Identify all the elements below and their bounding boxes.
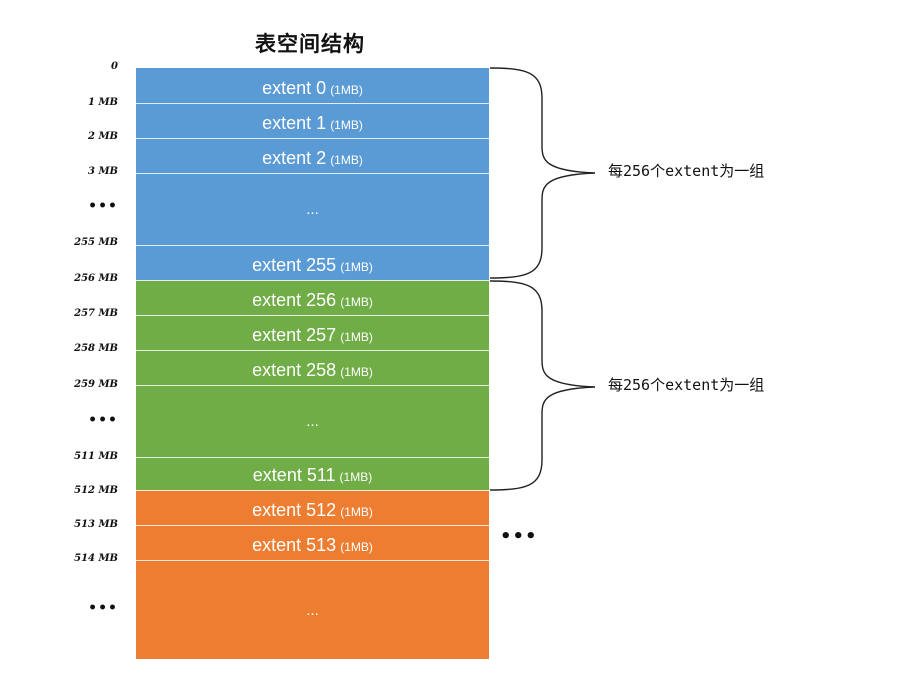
extent-label: extent 0 bbox=[262, 78, 327, 98]
more-extents-indicator: ••• bbox=[500, 526, 538, 547]
extent-block: extent 511 (1MB) bbox=[136, 457, 489, 490]
extent-size: (1MB) bbox=[339, 470, 373, 484]
extent-block: extent 258 (1MB) bbox=[136, 350, 489, 385]
offset-ellipsis-label: ••• bbox=[88, 600, 118, 616]
extent-size: (1MB) bbox=[340, 295, 373, 309]
extent-size: (1MB) bbox=[330, 83, 363, 97]
offset-label: 257 MB bbox=[74, 308, 118, 319]
extent-label-group: extent 513 (1MB) bbox=[252, 536, 373, 560]
extent-block: extent 256 (1MB) bbox=[136, 280, 489, 315]
offset-label: 3 MB bbox=[88, 166, 118, 177]
extent-label: extent 256 bbox=[252, 290, 337, 310]
extent-block: extent 257 (1MB) bbox=[136, 315, 489, 350]
offset-label: 2 MB bbox=[88, 131, 118, 142]
extent-label: extent 2 bbox=[262, 148, 327, 168]
extent-label: extent 511 bbox=[252, 465, 336, 485]
offset-ellipsis-label: ••• bbox=[88, 198, 118, 214]
offset-ellipsis-label: ••• bbox=[88, 412, 118, 428]
extent-label-group: extent 256 (1MB) bbox=[252, 291, 373, 315]
extent-block: extent 255 (1MB) bbox=[136, 245, 489, 280]
extent-size: (1MB) bbox=[330, 153, 363, 167]
extent-block: extent 1 (1MB) bbox=[136, 103, 489, 138]
offset-label: 258 MB bbox=[74, 343, 118, 354]
extent-ellipsis-label: ... bbox=[306, 413, 319, 430]
diagram-title: 表空间结构 bbox=[255, 32, 365, 56]
extent-label: extent 512 bbox=[252, 500, 337, 520]
extent-size: (1MB) bbox=[340, 330, 373, 344]
extent-label-group: extent 258 (1MB) bbox=[252, 361, 373, 385]
extent-label: extent 255 bbox=[252, 255, 337, 275]
extent-block: extent 2 (1MB) bbox=[136, 138, 489, 173]
extent-label-group: extent 512 (1MB) bbox=[252, 501, 373, 525]
extent-ellipsis-block: ... bbox=[136, 173, 489, 245]
extent-label-group: extent 255 (1MB) bbox=[252, 256, 373, 280]
extent-ellipsis-block: ... bbox=[136, 560, 489, 659]
extent-label-group: extent 1 (1MB) bbox=[262, 114, 363, 138]
group-brace bbox=[489, 67, 596, 279]
offset-label: 512 MB bbox=[74, 485, 118, 496]
extent-size: (1MB) bbox=[340, 260, 373, 274]
extent-label-group: extent 0 (1MB) bbox=[262, 79, 363, 103]
extent-label: extent 1 bbox=[262, 113, 327, 133]
group-label: 每256个extent为一组 bbox=[608, 376, 765, 394]
extent-block: extent 512 (1MB) bbox=[136, 490, 489, 525]
extent-label-group: extent 2 (1MB) bbox=[262, 149, 363, 173]
extent-ellipsis-label: ... bbox=[306, 601, 319, 619]
extent-label: extent 258 bbox=[252, 360, 337, 380]
extent-label: extent 257 bbox=[252, 325, 337, 345]
extent-label-group: extent 511 (1MB) bbox=[253, 466, 372, 490]
extent-label: extent 513 bbox=[252, 535, 337, 555]
extent-label-group: extent 257 (1MB) bbox=[252, 326, 373, 350]
group-brace bbox=[489, 280, 596, 491]
extent-block: extent 513 (1MB) bbox=[136, 525, 489, 560]
offset-label: 514 MB bbox=[74, 553, 118, 564]
extent-size: (1MB) bbox=[340, 505, 373, 519]
extent-ellipsis-block: ... bbox=[136, 385, 489, 457]
offset-label: 256 MB bbox=[74, 273, 118, 284]
extent-block: extent 0 (1MB) bbox=[136, 68, 489, 103]
offset-label: 0 bbox=[111, 61, 118, 72]
offset-label: 255 MB bbox=[74, 237, 118, 248]
offset-label: 513 MB bbox=[74, 519, 118, 530]
offset-label: 511 MB bbox=[74, 451, 118, 462]
offset-label: 259 MB bbox=[74, 379, 118, 390]
extent-size: (1MB) bbox=[330, 118, 363, 132]
offset-label: 1 MB bbox=[88, 97, 118, 108]
extent-size: (1MB) bbox=[340, 365, 373, 379]
extent-size: (1MB) bbox=[340, 540, 373, 554]
group-label: 每256个extent为一组 bbox=[608, 162, 765, 180]
extent-ellipsis-label: ... bbox=[306, 201, 319, 218]
